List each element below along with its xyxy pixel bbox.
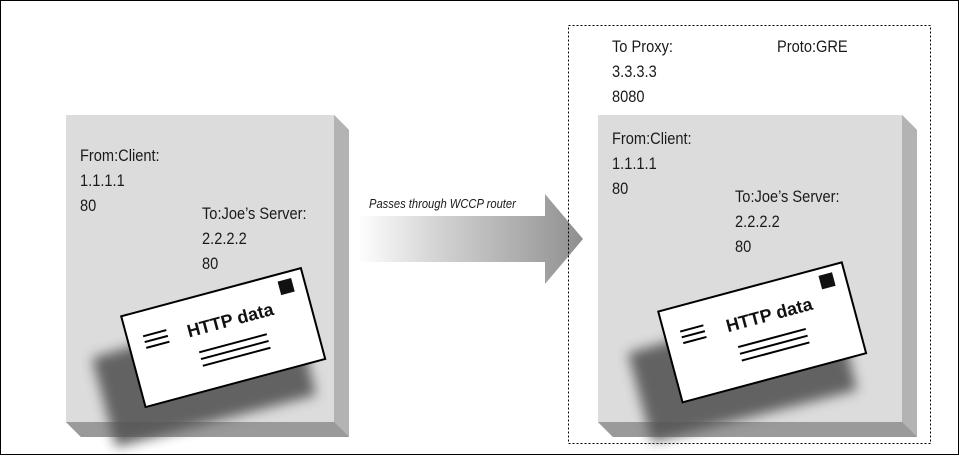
- wccp-router-arrow: [357, 194, 583, 284]
- encapsulated-from-heading: From:Client:: [612, 129, 692, 148]
- proxy-port: 8080: [612, 87, 645, 106]
- from-heading: From:Client:: [80, 146, 160, 165]
- from-ip: 1.1.1.1: [80, 171, 125, 190]
- arrow-label: Passes through WCCP router: [369, 196, 516, 211]
- encapsulated-to-heading: To:Joe’s Server:: [735, 187, 840, 206]
- protocol-label: Proto:GRE: [777, 37, 848, 56]
- http-data-envelope-encapsulated: HTTP data: [657, 261, 868, 404]
- encapsulated-to-ip: 2.2.2.2: [735, 212, 780, 231]
- proxy-ip: 3.3.3.3: [612, 62, 657, 81]
- gre-encapsulation-frame: [568, 25, 931, 444]
- to-heading: To:Joe’s Server:: [202, 204, 307, 223]
- encapsulated-from-port: 80: [612, 179, 629, 198]
- encapsulated-from-ip: 1.1.1.1: [612, 154, 657, 173]
- encapsulated-to-port: 80: [735, 237, 752, 256]
- to-ip: 2.2.2.2: [202, 229, 247, 248]
- from-port: 80: [80, 196, 97, 215]
- http-data-envelope: HTTP data: [119, 266, 327, 409]
- proxy-heading: To Proxy:: [612, 37, 673, 56]
- to-port: 80: [202, 254, 219, 273]
